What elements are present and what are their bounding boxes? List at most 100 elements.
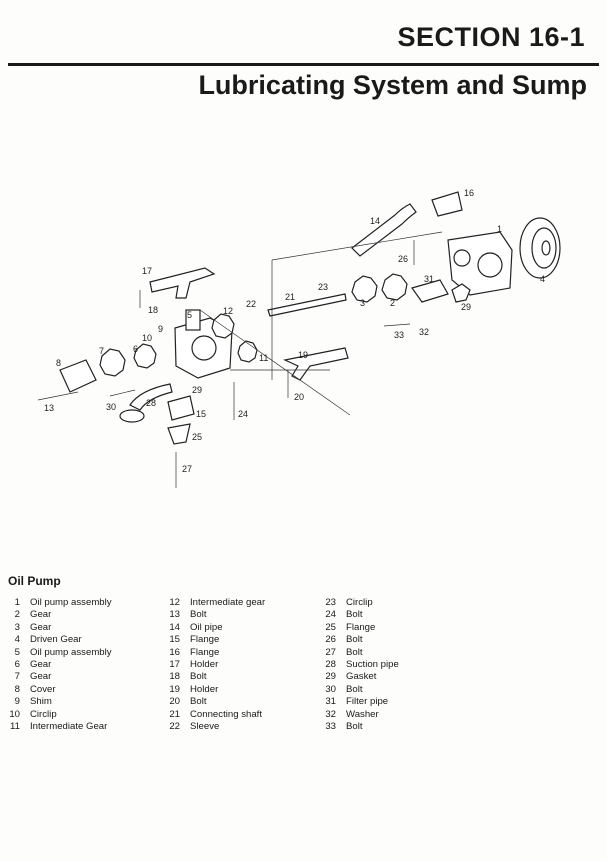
part-number: 2: [14, 609, 20, 621]
callout: 15: [196, 409, 206, 419]
part-number: 4: [14, 634, 20, 646]
part-name: Bolt: [346, 634, 363, 646]
callout: 13: [44, 403, 54, 413]
callout: 23: [318, 282, 328, 292]
part-name: Flange: [190, 634, 220, 646]
gasket-29-right: [451, 283, 471, 303]
part-name: Sleeve: [190, 721, 220, 733]
part-number: 12: [169, 597, 180, 608]
callout: 33: [394, 330, 404, 340]
part-number: 19: [169, 683, 180, 695]
part-number: 24: [325, 609, 336, 621]
part-number: 15: [169, 634, 180, 646]
part-number: 26: [325, 634, 336, 646]
part-number: 7: [14, 671, 20, 683]
suction-pipe-28: [129, 383, 173, 411]
cover-8: [59, 359, 97, 393]
part-name: Gear: [30, 609, 52, 621]
parts-list-item: 27 Bolt: [318, 647, 488, 659]
part-name: Flange: [190, 646, 220, 658]
part-name: Oil pump assembly: [30, 597, 112, 608]
callout: 8: [56, 358, 61, 368]
part-number: 1: [14, 597, 20, 608]
part-number: 27: [325, 646, 336, 658]
part-number: 23: [325, 597, 336, 608]
holder-17: [149, 267, 216, 299]
parts-list-item: 20 Bolt: [162, 696, 332, 708]
callout: 5: [187, 310, 192, 320]
parts-list-item: 12 Intermediate gear: [162, 597, 332, 609]
parts-list-item: 1 Oil pump assembly: [2, 597, 172, 609]
part-number: 6: [14, 659, 20, 671]
header-rule: [8, 63, 599, 66]
parts-list-item: 7 Gear: [2, 671, 172, 683]
part-number: 30: [325, 683, 336, 695]
callout: 22: [246, 299, 256, 309]
driven-gear-4: [519, 217, 561, 279]
callout: 31: [424, 274, 434, 284]
callout: 11: [259, 353, 268, 363]
part-name: Oil pipe: [190, 621, 223, 633]
oil-pump-assembly-1: [431, 191, 513, 296]
callout: 3: [360, 298, 365, 308]
callout: 16: [464, 188, 474, 198]
part-number: 17: [169, 659, 180, 671]
filter-pipe-31: [411, 279, 449, 303]
part-name: Gear: [30, 671, 52, 683]
callout: 24: [238, 409, 248, 419]
intermediate-gear-11: [237, 340, 258, 363]
parts-list-item: 4 Driven Gear: [2, 634, 172, 646]
part-number: 33: [325, 721, 336, 733]
callout: 32: [419, 327, 429, 337]
part-name: Driven Gear: [30, 634, 82, 646]
part-name: Cover: [30, 683, 56, 695]
part-number: 9: [14, 696, 20, 708]
parts-list-item: 26 Bolt: [318, 634, 488, 646]
callout: 17: [142, 266, 152, 276]
callout: 7: [99, 346, 104, 356]
part-number: 10: [9, 708, 20, 720]
part-number: 20: [169, 696, 180, 708]
holder-19: [283, 347, 349, 381]
callout: 19: [298, 350, 308, 360]
callout: 1: [497, 224, 502, 234]
part-name: Bolt: [190, 696, 207, 708]
part-name: Bolt: [346, 646, 363, 658]
part-number: 13: [169, 609, 180, 621]
part-number: 29: [325, 671, 336, 683]
part-number: 31: [325, 696, 336, 708]
parts-list-heading: Oil Pump: [8, 574, 61, 588]
gear-7: [99, 348, 126, 377]
part-number: 5: [14, 646, 20, 658]
parts-list-item: 19 Holder: [162, 684, 332, 696]
callout: 4: [540, 274, 545, 284]
callout: 10: [142, 333, 152, 343]
part-name: Holder: [190, 683, 219, 695]
callout: 28: [146, 398, 156, 408]
parts-list-item: 23 Circlip: [318, 597, 488, 609]
part-name: Circlip: [346, 597, 373, 608]
callout: 14: [370, 216, 380, 226]
parts-list-item: 15 Flange: [162, 634, 332, 646]
part-name: Washer: [346, 708, 379, 720]
gears-2-3: [351, 273, 408, 303]
part-name: Intermediate gear: [190, 597, 266, 608]
callout: 9: [158, 324, 163, 334]
part-name: Bolt: [346, 609, 363, 621]
part-name: Suction pipe: [346, 659, 399, 671]
part-number: 11: [10, 721, 20, 733]
section-number: SECTION 16-1: [397, 22, 585, 52]
callout: 30: [106, 402, 116, 412]
